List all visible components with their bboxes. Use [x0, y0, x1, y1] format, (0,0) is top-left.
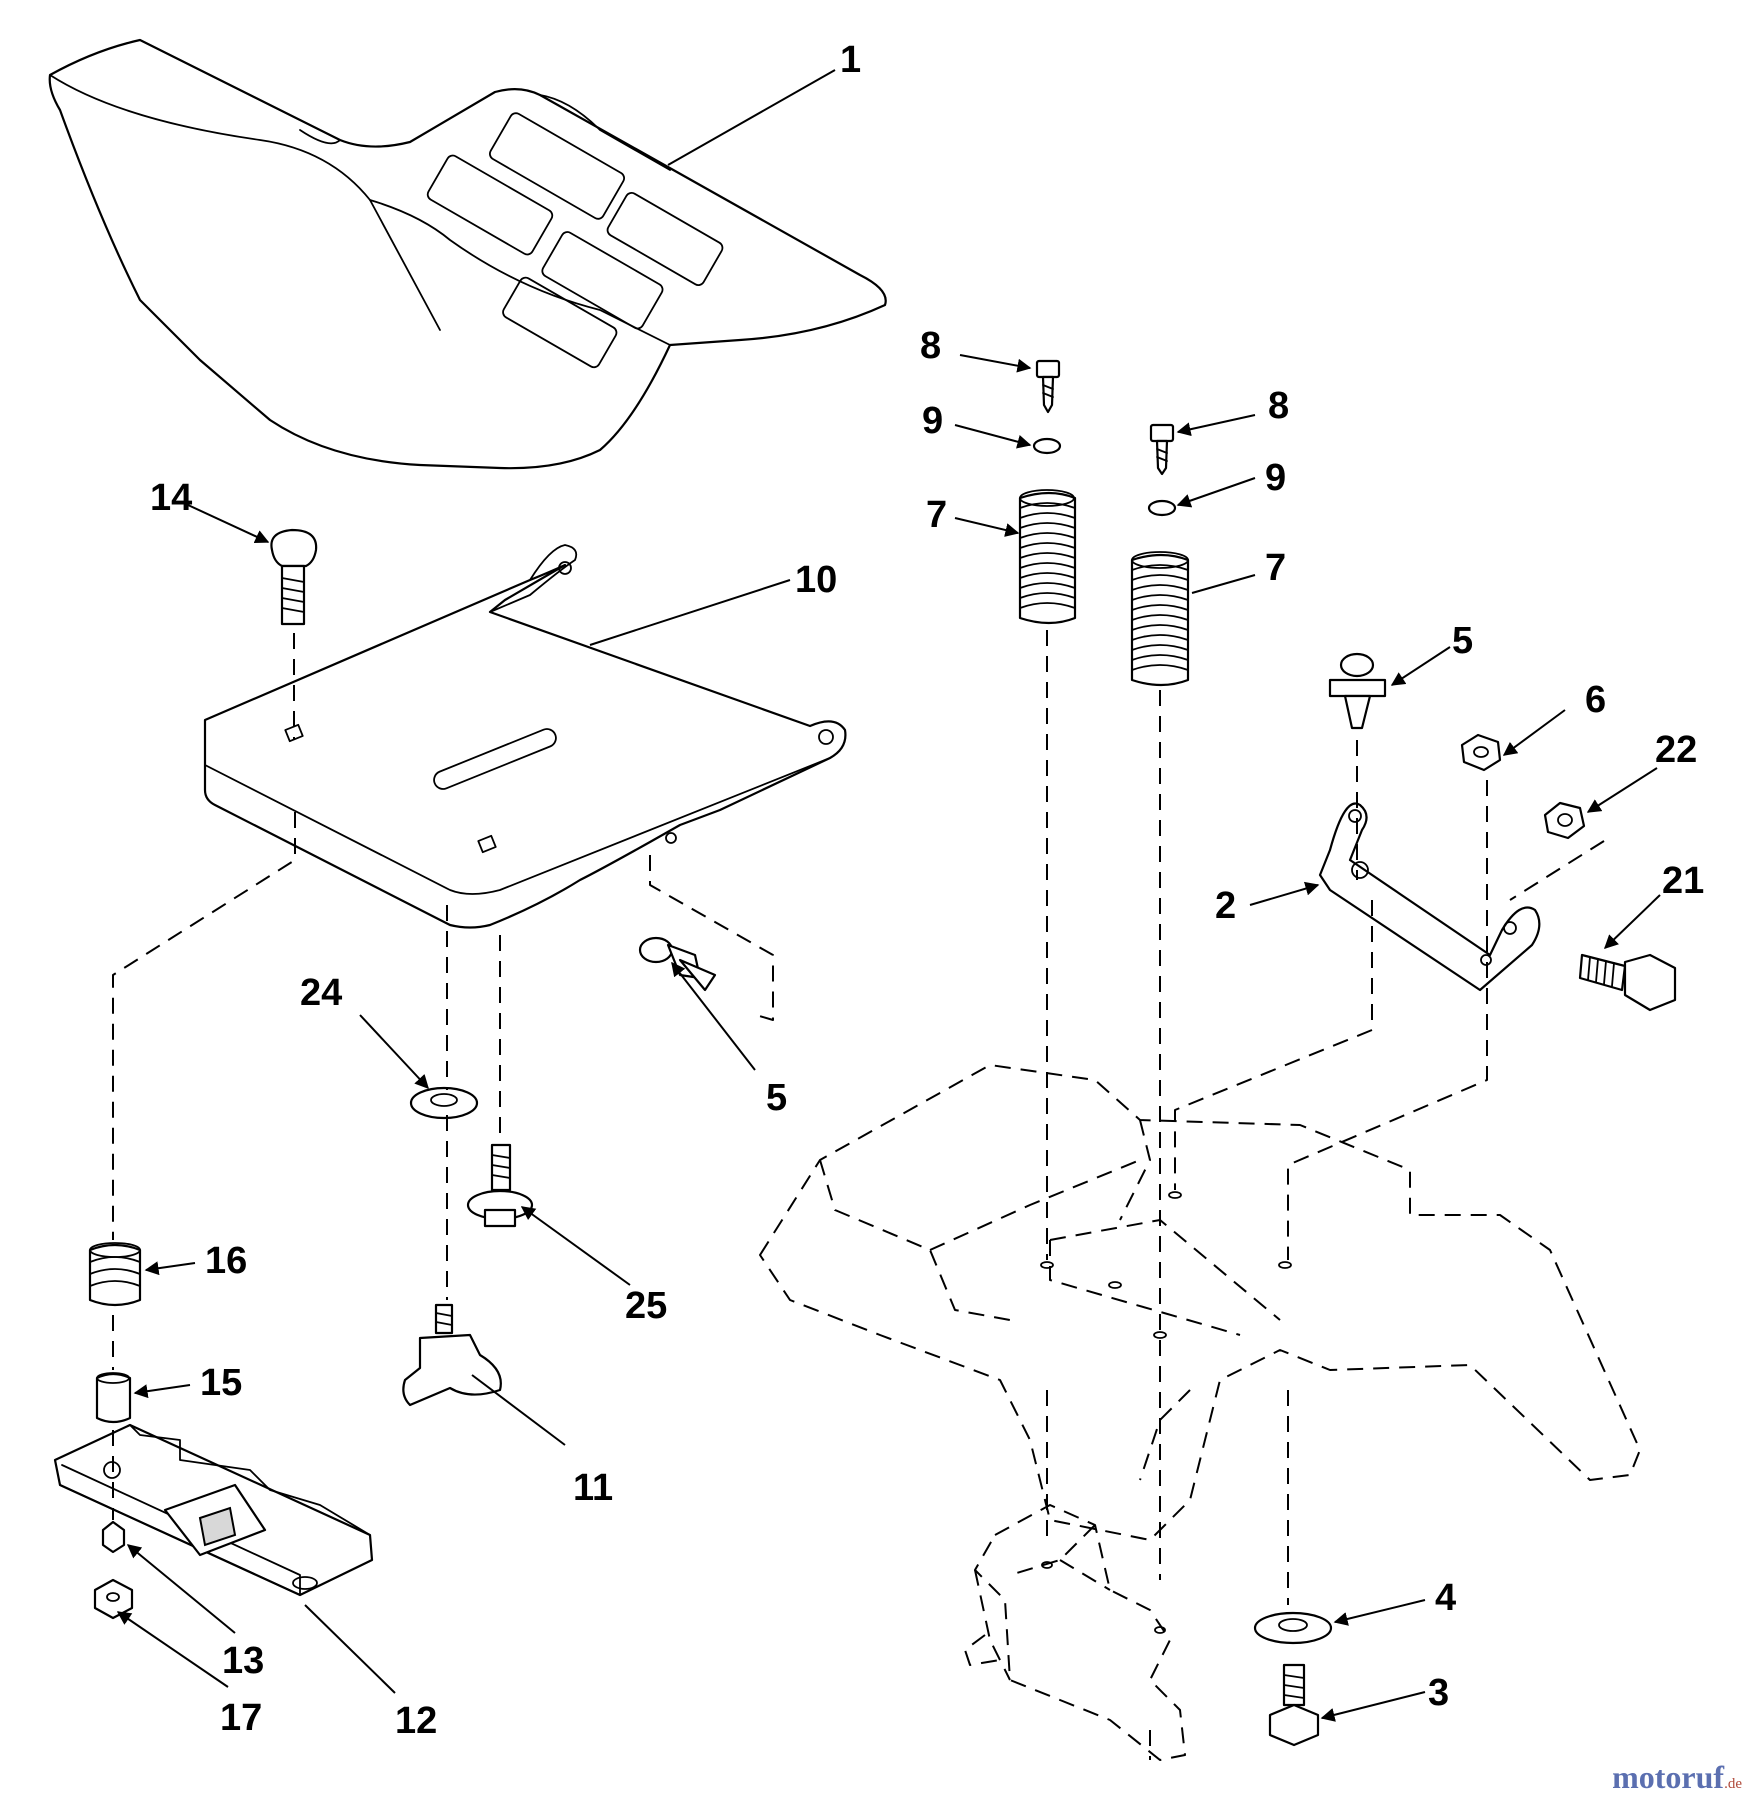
- callout-8-right: 8: [1268, 385, 1289, 427]
- callout-5-upper: 5: [1452, 620, 1473, 662]
- callout-1: 1: [840, 39, 861, 81]
- callout-25: 25: [625, 1285, 667, 1327]
- callout-17: 17: [220, 1697, 262, 1739]
- callout-7-right: 7: [1265, 547, 1286, 589]
- callout-22: 22: [1655, 729, 1697, 771]
- callout-14: 14: [150, 477, 192, 519]
- watermark-tld: .de: [1724, 1776, 1742, 1792]
- watermark-main: motoruf: [1612, 1759, 1725, 1795]
- washer-24-part: [409, 1086, 479, 1120]
- callout-10: 10: [795, 559, 837, 601]
- washer-9-right-part: [1147, 499, 1177, 517]
- plate-12-part: [53, 1423, 374, 1597]
- clip-upper-part: [1328, 652, 1387, 730]
- callout-16: 16: [205, 1240, 247, 1282]
- callout-21: 21: [1662, 860, 1704, 902]
- callout-15: 15: [200, 1362, 242, 1404]
- bolt-8-left-part: [1035, 359, 1061, 414]
- knob-11-part: [402, 1303, 502, 1407]
- bolt-8-right-part: [1149, 423, 1175, 476]
- nut-13-part: [101, 1520, 126, 1554]
- nut-6-part: [1460, 733, 1502, 772]
- fender-frame-outline: [759, 1064, 1641, 1761]
- callout-8-left: 8: [920, 325, 941, 367]
- callout-5-lower: 5: [766, 1077, 787, 1119]
- nut-17-part: [93, 1578, 134, 1620]
- spring-16-part: [88, 1242, 142, 1307]
- spring-left-part: [1018, 489, 1077, 625]
- spring-right-part: [1130, 551, 1190, 687]
- bracket-2-part: [1318, 802, 1541, 992]
- callout-13: 13: [222, 1640, 264, 1682]
- callout-9-left: 9: [922, 400, 943, 442]
- clip-lower-part: [638, 936, 717, 992]
- assembly-lines: [112, 630, 1605, 1605]
- callout-6: 6: [1585, 679, 1606, 721]
- callout-7-left: 7: [926, 494, 947, 536]
- callout-2: 2: [1215, 885, 1236, 927]
- seat-part: [48, 38, 887, 470]
- callout-11: 11: [573, 1467, 613, 1509]
- nut-22-part: [1543, 801, 1586, 840]
- carriage-bolt-part: [270, 528, 318, 626]
- callout-24: 24: [300, 972, 342, 1014]
- watermark: motoruf.de: [1612, 1759, 1742, 1796]
- callout-3: 3: [1428, 1672, 1449, 1714]
- bolt-3-part: [1268, 1663, 1320, 1747]
- leader-lines: [116, 69, 1661, 1722]
- spacer-15-part: [95, 1372, 132, 1424]
- washer-9-left-part: [1032, 437, 1062, 455]
- callout-4: 4: [1435, 1577, 1456, 1619]
- callout-labels: 1 14 10 8 9 7 8 9 7 5 6 22 2 21 24 5 16 …: [150, 39, 1704, 1742]
- seat-pan-part: [203, 544, 847, 929]
- bolt-21-part: [1578, 953, 1677, 1012]
- bolt-25-part: [466, 1143, 534, 1228]
- washer-4-part: [1253, 1611, 1333, 1645]
- callout-12: 12: [395, 1700, 437, 1742]
- callout-9-right: 9: [1265, 457, 1286, 499]
